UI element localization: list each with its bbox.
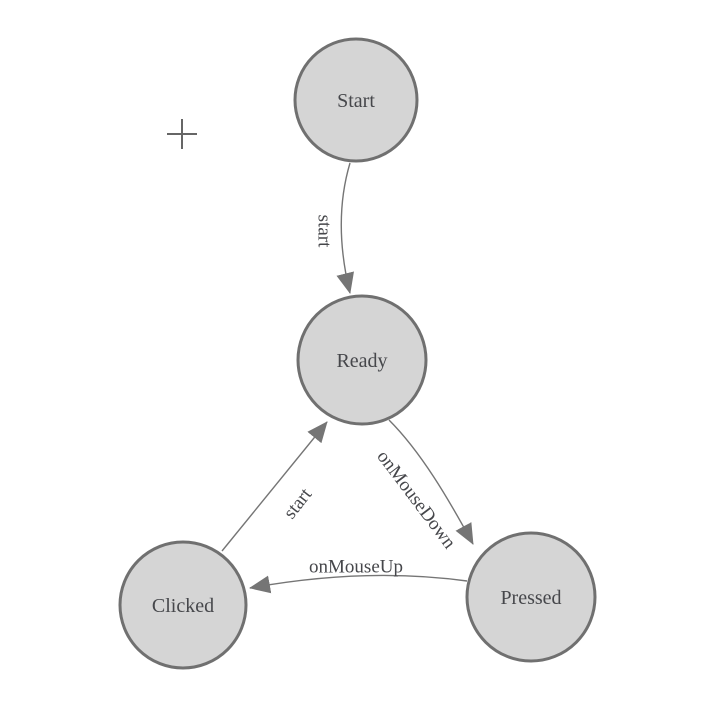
transition-edge-ready-to-pressed[interactable]: [388, 419, 474, 545]
state-circle-start[interactable]: [293, 37, 419, 163]
state-circle-clicked[interactable]: [118, 540, 248, 670]
state-circle-pressed[interactable]: [465, 531, 597, 663]
state-node-pressed[interactable]: Pressed: [465, 531, 597, 663]
state-node-start[interactable]: Start: [293, 37, 419, 163]
state-label-pressed: Pressed: [500, 587, 561, 609]
state-label-ready: Ready: [336, 350, 387, 372]
crosshair-cursor-icon: [167, 119, 197, 149]
state-node-clicked[interactable]: Clicked: [118, 540, 248, 670]
transition-label-pressed-to-clicked: onMouseUp: [309, 557, 403, 578]
transition-label-start-to-ready: start: [313, 215, 334, 248]
state-circle-ready[interactable]: [296, 294, 428, 426]
transition-edge-clicked-to-ready[interactable]: [221, 421, 328, 552]
state-node-ready[interactable]: Ready: [296, 294, 428, 426]
transition-label-ready-to-pressed: onMouseDown: [372, 447, 460, 554]
transition-edge-start-to-ready[interactable]: [336, 162, 354, 294]
state-label-start: Start: [337, 90, 375, 112]
transition-label-clicked-to-ready: start: [280, 484, 317, 523]
transition-edge-pressed-to-clicked[interactable]: [249, 574, 468, 594]
state-label-clicked: Clicked: [152, 595, 214, 617]
